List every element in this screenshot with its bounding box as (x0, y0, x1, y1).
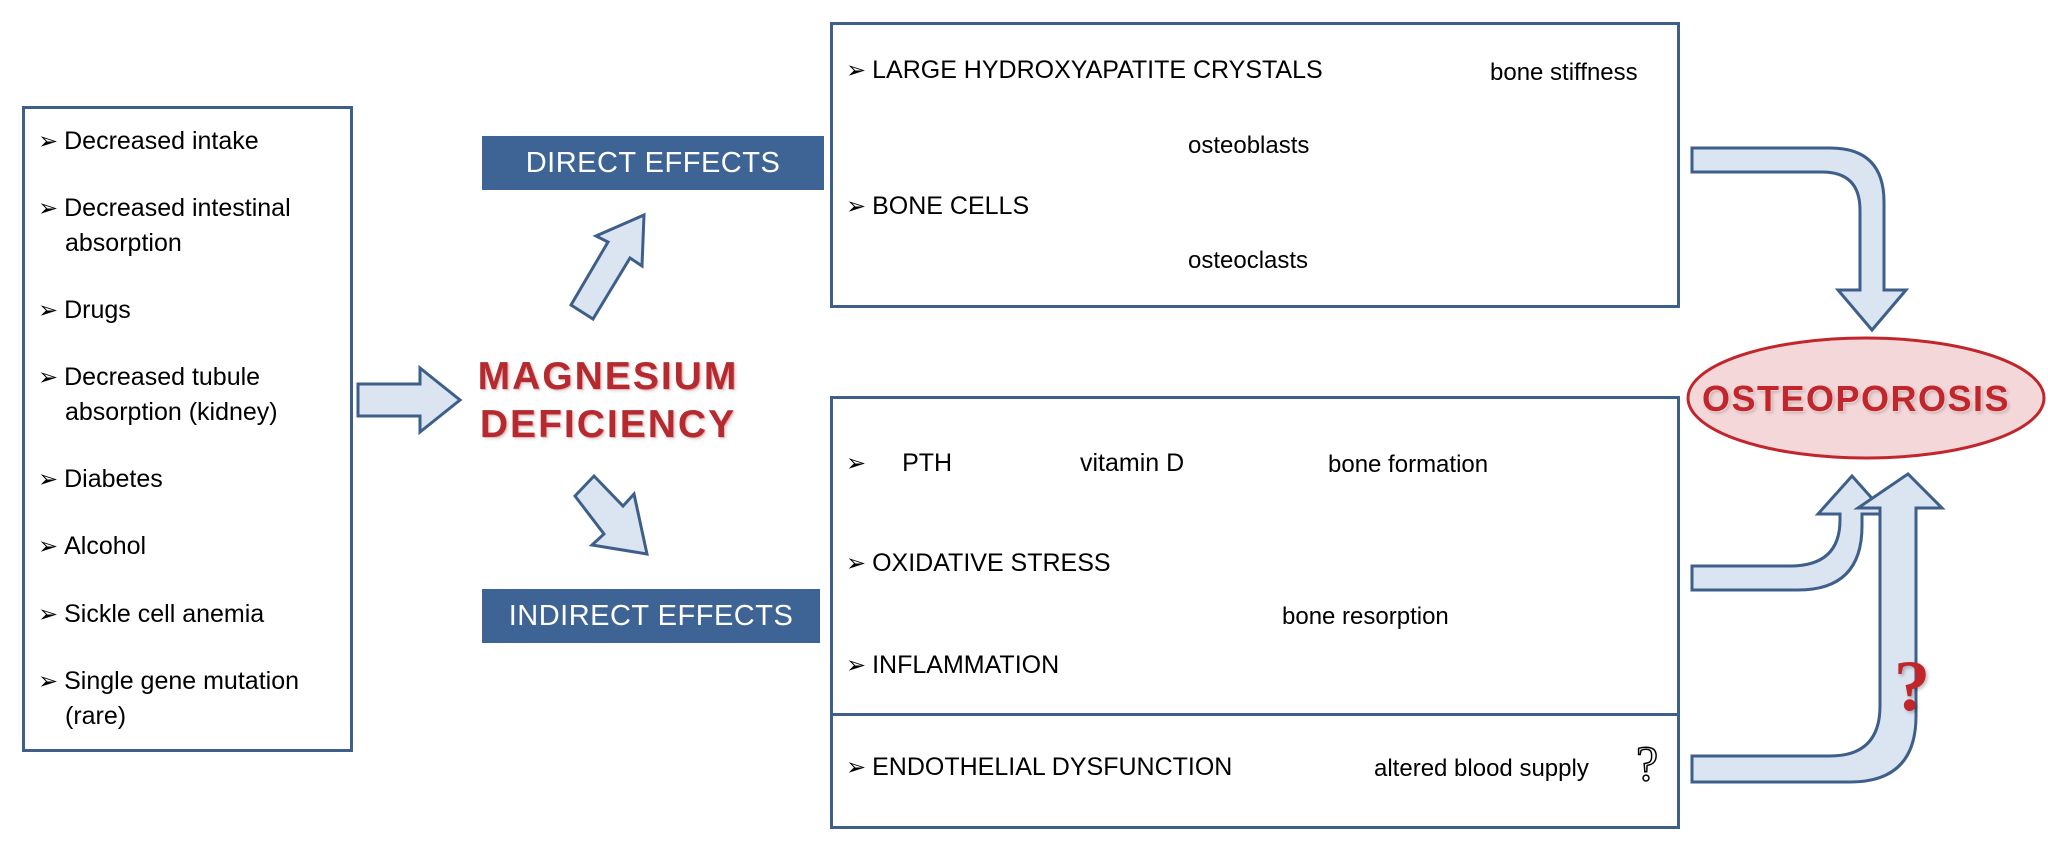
cause-item: ➢Sickle cell anemia (38, 600, 265, 628)
to-direct-effects-arrow (568, 212, 646, 322)
indirect-to-osteoporosis-arrow (1690, 473, 1890, 592)
direct-to-osteoporosis-arrow (1690, 146, 1910, 333)
to-indirect-effects-arrow (573, 473, 649, 556)
endothelial-dysfunction-label: ➢ENDOTHELIAL DYSFUNCTION (846, 753, 1233, 781)
bullet-arrow-icon: ➢ (38, 297, 59, 324)
osteoblasts-label: osteoblasts (1188, 132, 1310, 159)
indirect-box-divider (830, 713, 1680, 716)
cause-item: ➢Diabetes (38, 465, 163, 493)
osteoporosis-ellipse (1686, 336, 2046, 460)
causes-box (22, 106, 353, 752)
indirect-effects-banner: INDIRECT EFFECTS (482, 589, 820, 643)
bullet-arrow-icon: ➢ (38, 128, 59, 155)
bullet-arrow-icon: ➢ (846, 652, 867, 679)
bone-resorption-label: bone resorption (1282, 603, 1449, 630)
question-mark-icon: ? (1894, 646, 1930, 726)
bullet-arrow-icon: ➢ (38, 195, 59, 222)
bone-stiffness-label: bone stiffness (1490, 59, 1638, 86)
direct-effects-banner: DIRECT EFFECTS (482, 136, 824, 190)
hydroxyapatite-label: ➢LARGE HYDROXYAPATITE CRYSTALS (846, 56, 1323, 84)
indirect-effects-box (830, 396, 1680, 829)
question-mark-icon: ? (1635, 735, 1659, 791)
bullet-arrow-icon: ➢ (846, 754, 867, 781)
bone-formation-label: bone formation (1328, 451, 1489, 478)
inflammation-label: ➢INFLAMMATION (846, 651, 1060, 679)
vitamin-d-label: vitamin D (1080, 449, 1185, 477)
causes-to-deficiency-arrow (356, 364, 463, 436)
bullet-arrow-icon: ➢ (38, 668, 59, 695)
cause-item: ➢Single gene mutation (rare) (38, 667, 299, 730)
cause-item: ➢Decreased tubule absorption (kidney) (38, 363, 278, 426)
bullet-arrow-icon: ➢ (38, 364, 59, 391)
bullet-arrow-icon: ➢ (846, 450, 867, 477)
pth-label: ➢PTH (846, 449, 953, 477)
bone-cells-label: ➢BONE CELLS (846, 192, 1030, 220)
cause-item: ➢Decreased intake (38, 127, 259, 155)
osteoclasts-label: osteoclasts (1188, 247, 1309, 274)
cause-item: ➢Decreased intestinal absorption (38, 194, 291, 257)
endothelial-to-osteoporosis-arrow (1690, 472, 1946, 784)
bullet-arrow-icon: ➢ (846, 193, 867, 220)
altered-blood-supply-label: altered blood supply (1374, 755, 1589, 782)
direct-effects-box (830, 22, 1680, 308)
magnesium-deficiency-title: MAGNESIUM DEFICIENCY (477, 355, 739, 446)
osteoporosis-label: OSTEOPOROSIS (1702, 378, 2011, 419)
cause-item: ➢Alcohol (38, 532, 147, 560)
oxidative-stress-label: ➢OXIDATIVE STRESS (846, 549, 1111, 577)
bullet-arrow-icon: ➢ (38, 601, 59, 628)
bullet-arrow-icon: ➢ (38, 533, 59, 560)
bullet-arrow-icon: ➢ (38, 466, 59, 493)
cause-item: ➢Drugs (38, 296, 131, 324)
bullet-arrow-icon: ➢ (846, 550, 867, 577)
bullet-arrow-icon: ➢ (846, 57, 867, 84)
